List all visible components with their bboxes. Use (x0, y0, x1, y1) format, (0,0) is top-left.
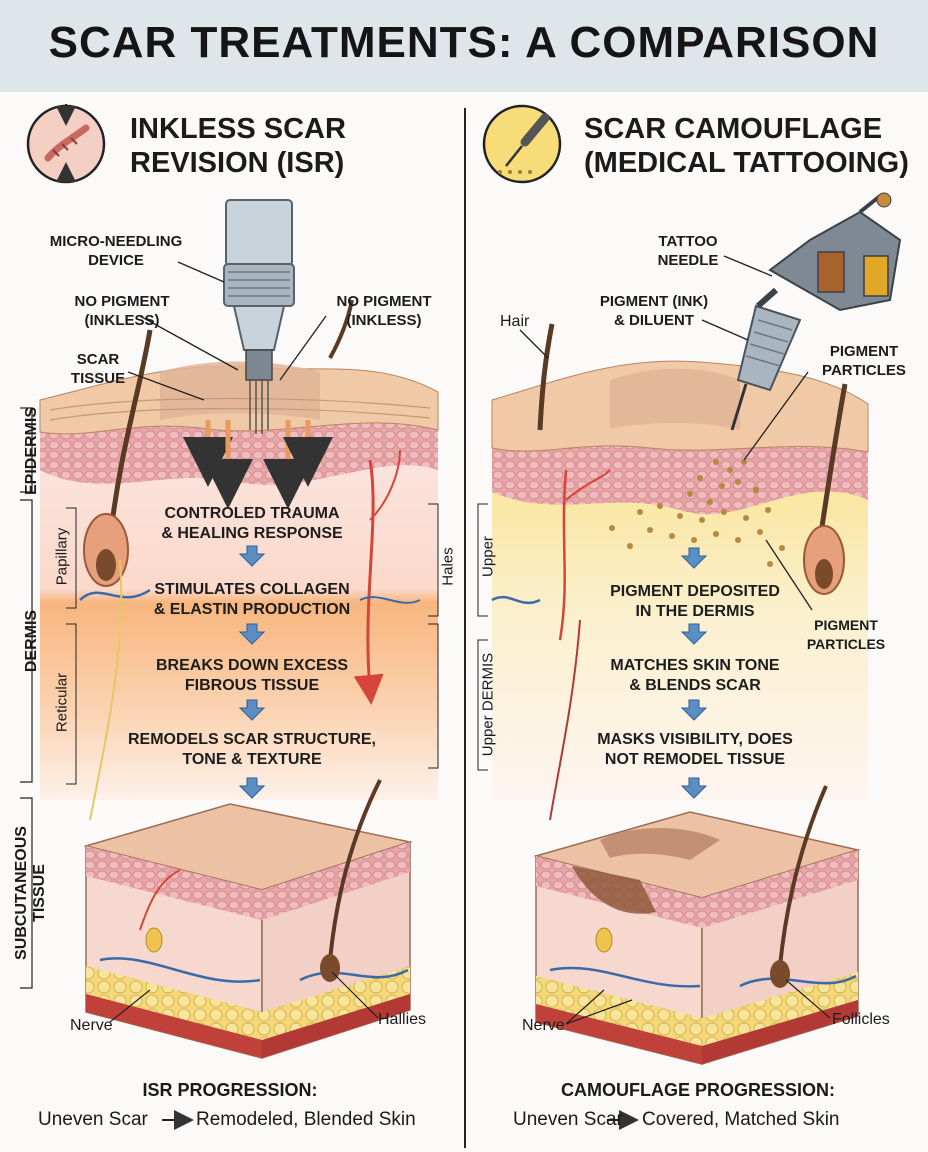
no-pigment-left-label: NO PIGMENT (INKLESS) (62, 292, 182, 330)
no-pigment-right-line2: (INKLESS) (346, 312, 422, 329)
scar-tissue-label: SCAR TISSUE (60, 350, 136, 388)
camouflage-step-3: MASKS VISIBILITY, DOES NOT REMODEL TISSU… (560, 730, 830, 770)
isr-step-2: STIMULATES COLLAGEN & ELASTIN PRODUCTION (112, 580, 392, 620)
pigment-particles (609, 459, 785, 567)
camouflage-step-2: MATCHES SKIN TONE & BLENDS SCAR (570, 656, 820, 696)
camouflage-step-2-line1: MATCHES SKIN TONE (610, 657, 780, 674)
papillary-label: Papillary (53, 527, 71, 586)
camouflage-skin-cross-section (491, 323, 869, 821)
camouflage-title-line2: (MEDICAL TATTOOING) (584, 147, 909, 179)
tattoo-needle-line1: TATTOO (658, 233, 718, 250)
hales-label: Hales (439, 547, 457, 586)
tattoo-needle-icon (482, 104, 562, 184)
isr-title-line2: REVISION (ISR) (130, 147, 345, 179)
isr-step-3-line1: BREAKS DOWN EXCESS (155, 657, 349, 674)
camouflage-step-2-line2: & BLENDS SCAR (629, 677, 761, 694)
subcutaneous-label-line1: SUBCUTANEOUS (13, 826, 30, 960)
isr-step-3-line2: FIBROUS TISSUE (184, 677, 320, 694)
scar-tissue-line1: SCAR (76, 351, 120, 368)
dermis-label: DERMIS (23, 609, 40, 673)
tattoo-machine (730, 192, 902, 431)
isr-skin-cross-section (39, 299, 439, 821)
isr-progression-heading: ISR PROGRESSION: (142, 1080, 318, 1100)
ink-label: PIGMENT (INK) & DILUENT (584, 292, 724, 330)
subcutaneous-label-line2: TISSUE (31, 864, 48, 922)
no-pigment-right-label: NO PIGMENT (INKLESS) (324, 292, 444, 330)
no-pigment-left-line2: (INKLESS) (84, 312, 160, 329)
isr-step-1-line2: & HEALING RESPONSE (161, 525, 343, 542)
upper-label: Upper (479, 536, 497, 577)
follicles-label: Follicles (832, 1011, 890, 1028)
camouflage-title-line1: SCAR CAMOUFLAGE (584, 113, 883, 145)
pigment-particles-mid-line2: PARTICLES (806, 636, 886, 652)
isr-step-4-line1: REMODELS SCAR STRUCTURE, (127, 731, 376, 748)
tattoo-needle-label: TATTOO NEEDLE (640, 232, 736, 270)
scar-icon (26, 104, 106, 184)
pigment-particles-top-line1: PIGMENT (829, 343, 899, 360)
hair-label: Hair (500, 313, 530, 330)
page-title: SCAR TREATMENTS: A COMPARISON (48, 18, 880, 67)
no-pigment-left-line1: NO PIGMENT (74, 293, 170, 310)
ink-label-line1: PIGMENT (INK) (599, 293, 709, 310)
camouflage-step-3-line1: MASKS VISIBILITY, DOES (597, 731, 793, 748)
camouflage-step-1-line2: IN THE DERMIS (635, 603, 755, 620)
isr-step-arrows (238, 545, 266, 799)
camouflage-title: SCAR CAMOUFLAGE (MEDICAL TATTOOING) (584, 112, 909, 180)
upper-dermis-label: Upper DERMIS (479, 652, 497, 757)
camouflage-result-skin-block (533, 785, 861, 1066)
column-divider (464, 108, 466, 1148)
camouflage-progression-heading: CAMOUFLAGE PROGRESSION: (560, 1080, 835, 1100)
camouflage-progression-from: Uneven Scar (513, 1109, 623, 1130)
device-label-line2: DEVICE (88, 252, 144, 269)
pigment-particles-top-line2: PARTICLES (822, 362, 906, 379)
camouflage-progression-to: Covered, Matched Skin (642, 1109, 840, 1130)
header-bar: SCAR TREATMENTS: A COMPARISON (0, 0, 928, 92)
camouflage-step-1: PIGMENT DEPOSITED IN THE DERMIS (570, 582, 820, 622)
pigment-particles-mid-line1: PIGMENT (814, 617, 878, 633)
isr-step-2-line1: STIMULATES COLLAGEN (154, 581, 350, 598)
device-label-line1: MICRO-NEEDLING (49, 233, 183, 250)
no-pigment-right-line1: NO PIGMENT (336, 293, 432, 310)
pigment-particles-top-label: PIGMENT PARTICLES (806, 342, 922, 380)
isr-step-4: REMODELS SCAR STRUCTURE, TONE & TEXTURE (102, 730, 402, 770)
isr-step-1-line1: CONTROLED TRAUMA (164, 505, 340, 522)
scar-tissue-line2: TISSUE (70, 370, 126, 387)
isr-progression-from: Uneven Scar (38, 1109, 148, 1130)
isr-progression-to: Remodeled, Blended Skin (196, 1109, 416, 1130)
isr-result-skin-block (83, 779, 413, 1060)
isr-step-2-line2: & ELASTIN PRODUCTION (153, 601, 351, 618)
isr-step-4-line2: TONE & TEXTURE (182, 751, 322, 768)
epidermis-label: EPIDERMIS (23, 407, 40, 496)
reticular-label: Reticular (53, 672, 71, 733)
pigment-particles-mid-label: PIGMENT PARTICLES (796, 616, 896, 654)
isr-title-line1: INKLESS SCAR (130, 113, 346, 145)
camouflage-step-1-line1: PIGMENT DEPOSITED (610, 583, 780, 600)
ink-label-line2: & DILUENT (614, 312, 694, 329)
tattoo-needle-line2: NEEDLE (657, 252, 719, 269)
isr-title: INKLESS SCAR REVISION (ISR) (130, 112, 346, 180)
hallies-label: Hallies (378, 1011, 427, 1028)
isr-nerve-label: Nerve (70, 1017, 113, 1034)
isr-step-3: BREAKS DOWN EXCESS FIBROUS TISSUE (112, 656, 392, 696)
camouflage-step-arrows (680, 547, 708, 799)
camouflage-nerve-label: Nerve (522, 1017, 565, 1034)
micro-needling-device (223, 199, 295, 434)
device-label: MICRO-NEEDLING DEVICE (46, 232, 186, 270)
isr-step-1: CONTROLED TRAUMA & HEALING RESPONSE (112, 504, 392, 544)
camouflage-step-3-line2: NOT REMODEL TISSUE (604, 751, 786, 768)
